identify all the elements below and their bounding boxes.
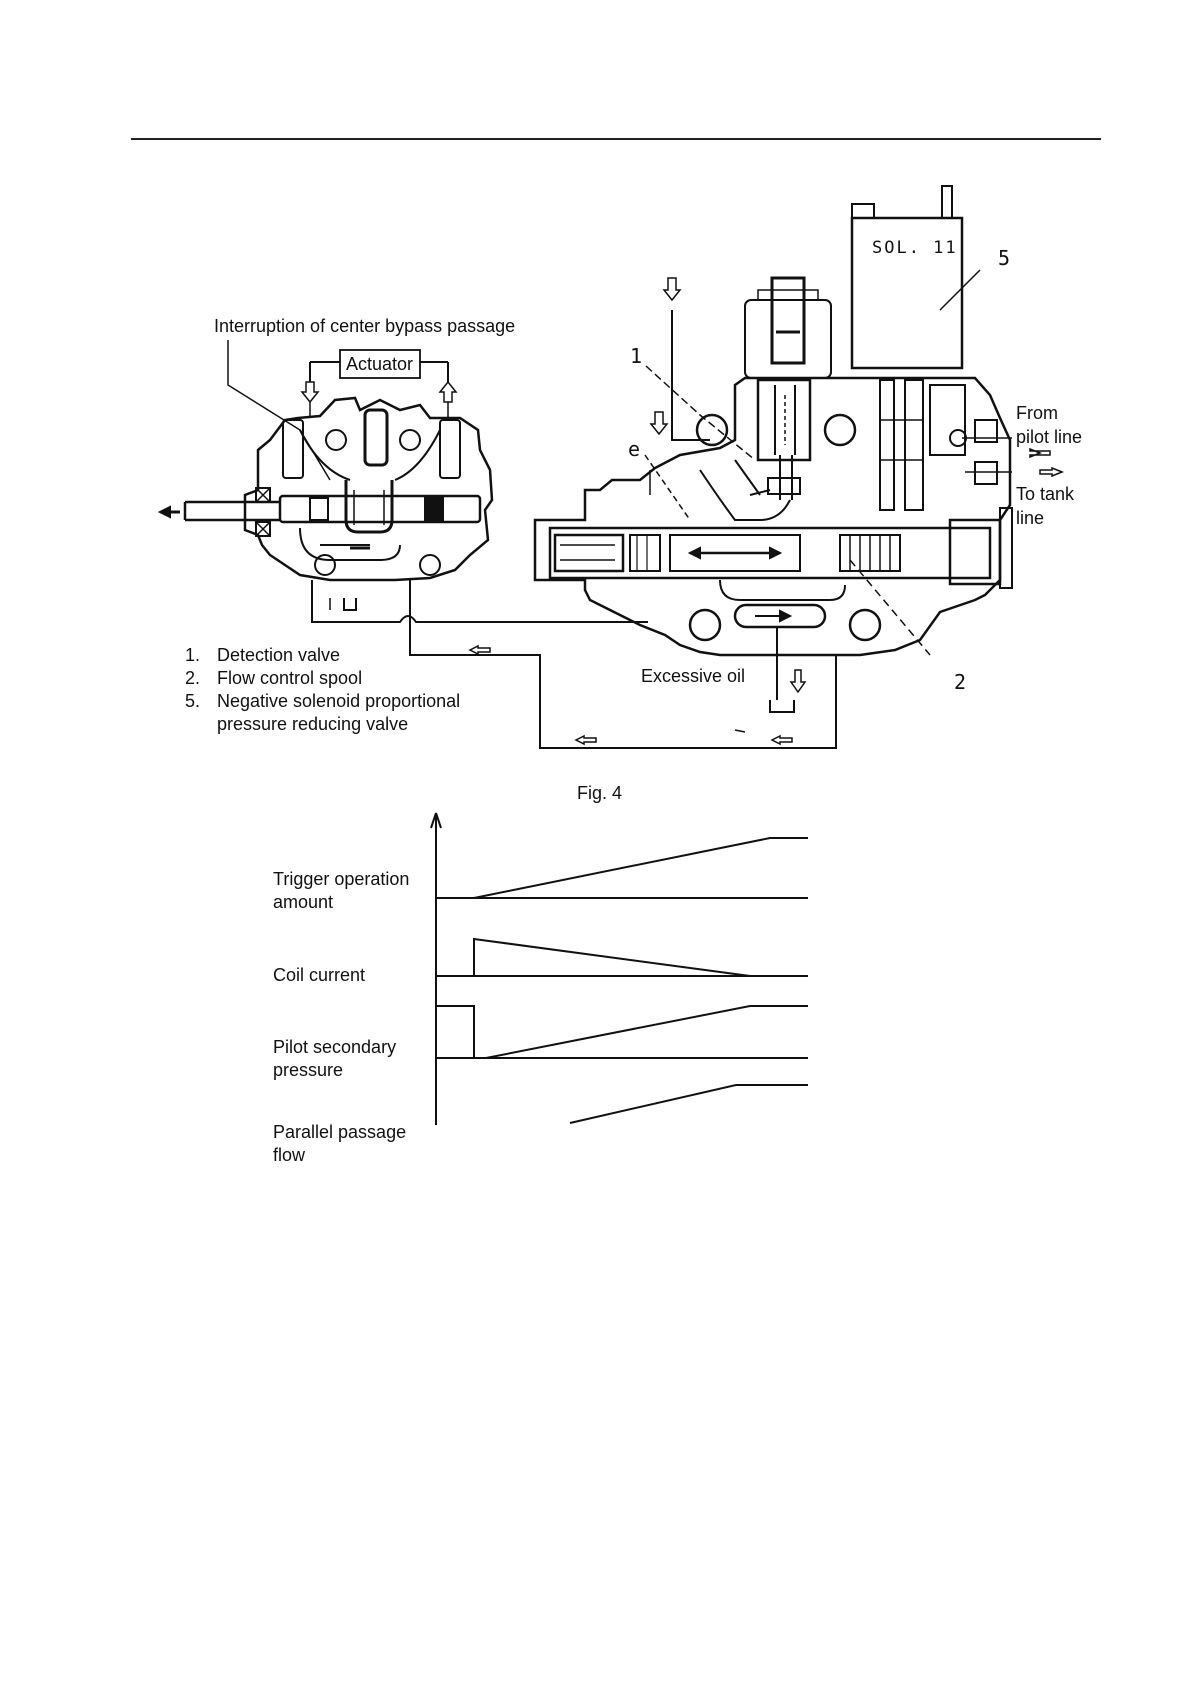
tank-out-arrow	[1040, 468, 1062, 476]
pilot-in-arrow	[1030, 449, 1050, 457]
legend-row: 2. Flow control spool	[185, 667, 460, 690]
excessive-oil-label: Excessive oil	[641, 665, 745, 688]
legend-text: Flow control spool	[217, 667, 362, 690]
actuator-label: Actuator	[346, 353, 413, 376]
from-pilot-line-label-2: pilot line	[1016, 426, 1082, 449]
legend-row: 5. Negative solenoid proportional	[185, 690, 460, 713]
solenoid-tag: SOL. 11	[872, 238, 958, 258]
right-valve-body	[535, 186, 1012, 712]
pilot-trace	[486, 1006, 808, 1058]
parts-legend: 1. Detection valve 2. Flow control spool…	[185, 644, 460, 736]
timing-label-coil: Coil current	[273, 964, 443, 987]
legend-num: 2.	[185, 667, 217, 690]
timing-label-trigger: Trigger operation amount	[273, 868, 443, 914]
leader-port-e	[645, 455, 690, 520]
part-1-label: 1	[630, 344, 642, 368]
timing-label-parallel: Parallel passage flow	[273, 1121, 443, 1167]
left-valve-body	[160, 398, 492, 610]
part-2-label: 2	[954, 670, 966, 694]
to-tank-line-label-2: line	[1016, 507, 1044, 530]
interruption-label: Interruption of center bypass passage	[214, 315, 515, 338]
legend-text: Detection valve	[217, 644, 340, 667]
timing-label-pilot: Pilot secondary pressure	[273, 1036, 443, 1082]
legend-row: pressure reducing valve	[185, 713, 460, 736]
figure-caption: Fig. 4	[577, 782, 622, 805]
part-5-label: 5	[998, 246, 1010, 270]
parallel-trace	[570, 1085, 808, 1123]
to-tank-line-label-1: To tank	[1016, 483, 1074, 506]
coil-trace	[474, 939, 750, 976]
legend-num: 5.	[185, 690, 217, 713]
legend-text: pressure reducing valve	[217, 713, 408, 736]
legend-text: Negative solenoid proportional	[217, 690, 460, 713]
leader-part-5	[940, 270, 980, 310]
legend-num: 1.	[185, 644, 217, 667]
from-pilot-line-label-1: From	[1016, 402, 1058, 425]
timing-chart	[431, 813, 808, 1125]
port-e-label: e	[628, 437, 640, 461]
legend-row: 1. Detection valve	[185, 644, 460, 667]
legend-num	[185, 713, 217, 736]
trigger-trace	[474, 838, 808, 898]
